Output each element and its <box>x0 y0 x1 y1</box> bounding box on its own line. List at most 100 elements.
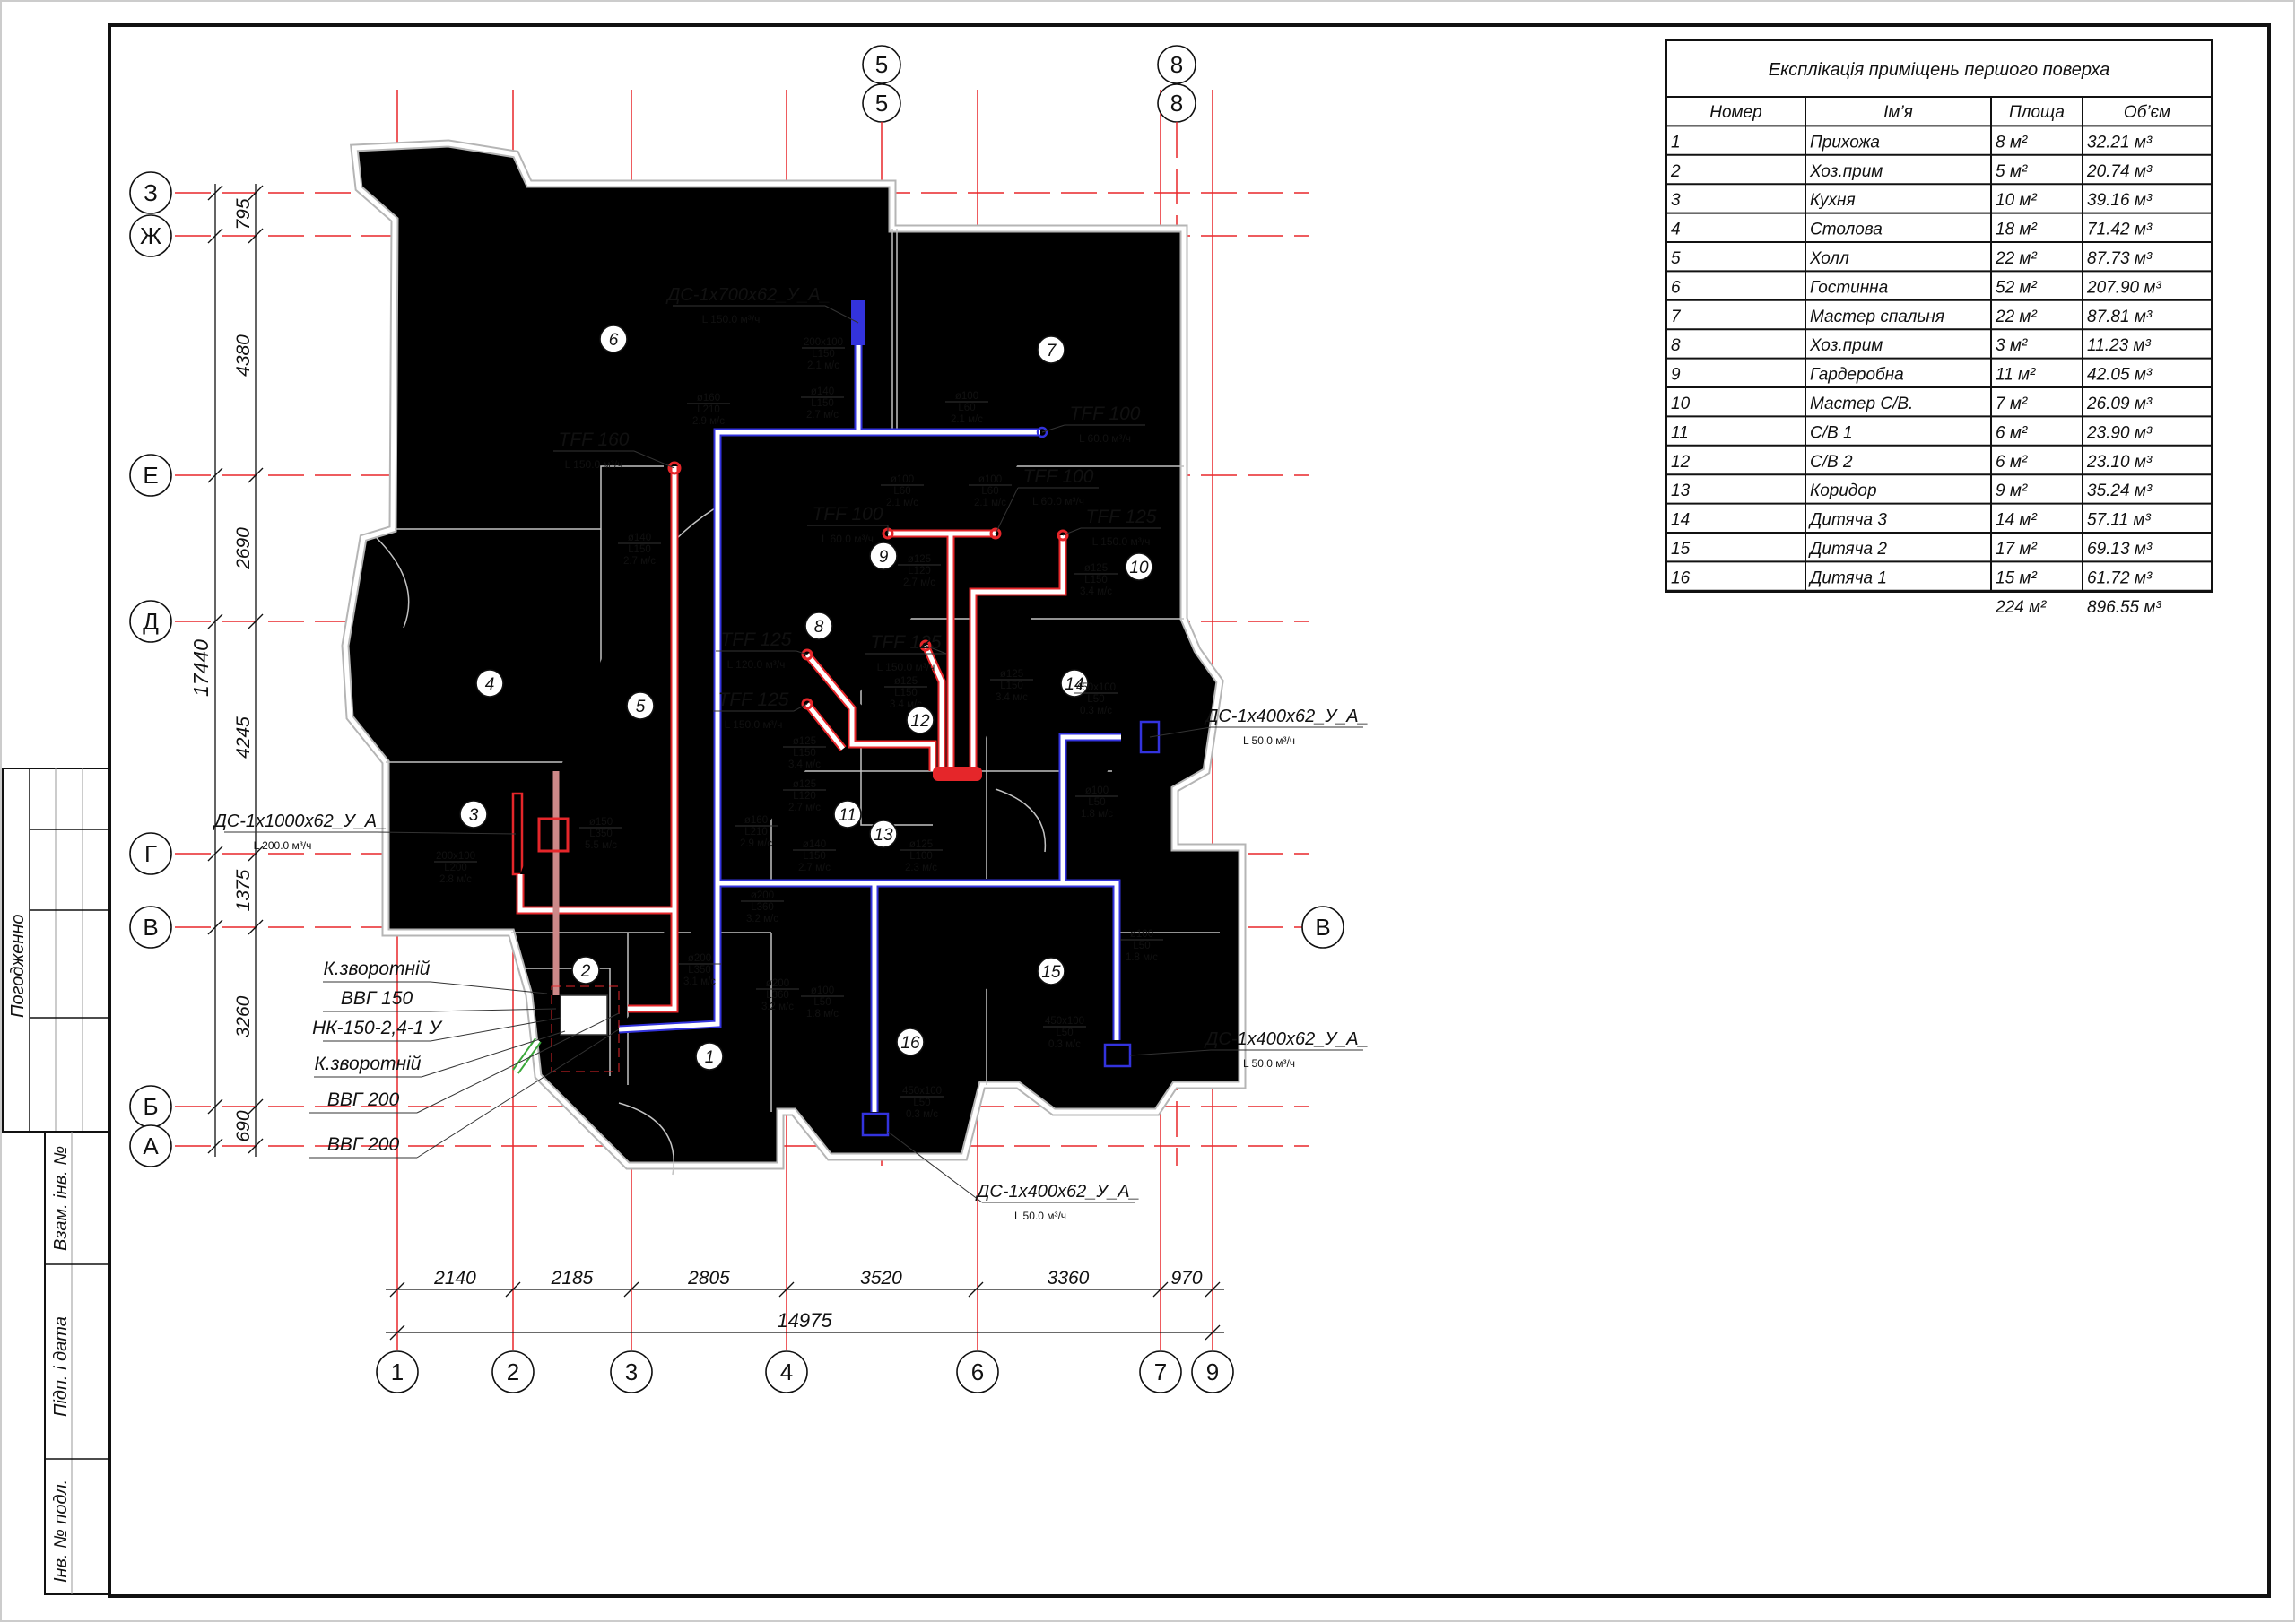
table-cell: 9 <box>1671 366 1681 385</box>
table-cell: 18 м² <box>1996 221 2037 239</box>
duct-flow: L150 <box>793 748 816 759</box>
table-cell: 1 <box>1671 133 1681 152</box>
room-number: 5 <box>636 698 646 716</box>
table-cell: 17 м² <box>1996 540 2037 559</box>
equipment-label: ДС-1x400x62_У_А_ <box>1204 1029 1368 1049</box>
axis-label-row: Б <box>143 1093 158 1120</box>
table-cell: Мастер спальня <box>1810 308 1944 326</box>
duct-flow: L60 <box>981 486 998 497</box>
duct-size: ø160 <box>697 393 720 404</box>
table-cell: 7 м² <box>1996 395 2028 413</box>
dimension-total-horizontal: 14975 <box>777 1309 832 1332</box>
duct-velocity: 1.8 м/с <box>1126 952 1158 963</box>
duct-size: 200x100 <box>436 851 475 862</box>
equipment-flow: L 150.0 м³/ч <box>565 458 623 471</box>
table-cell: Гостинна <box>1810 278 1888 297</box>
axis-bubble-row <box>129 832 172 875</box>
table-cell: 35.24 м³ <box>2087 482 2152 500</box>
stamp-replaced-inv: Взам. інв. № <box>51 1146 71 1251</box>
table-cell: Хоз.прим <box>1809 162 1883 181</box>
room-number: 8 <box>814 618 824 637</box>
room-number: 6 <box>609 331 619 350</box>
room-number-bubble <box>804 612 833 640</box>
equipment-label: TFF 100 <box>1023 466 1094 487</box>
table-cell: 15 <box>1671 540 1691 559</box>
table-cell: 224 м² <box>1995 598 2047 617</box>
duct-velocity: 2.9 м/с <box>692 416 725 427</box>
axis-label-column: 7 <box>1154 1358 1167 1385</box>
table-header: Площа <box>2009 103 2065 122</box>
duct-velocity: 2.7 м/с <box>798 863 831 873</box>
table-cell: 32.21 м³ <box>2087 133 2152 152</box>
table-cell: 71.42 м³ <box>2087 221 2152 239</box>
duct-velocity: 0.3 м/с <box>906 1109 938 1120</box>
duct-velocity: 2.1 м/с <box>974 498 1006 508</box>
dimension-value: 3520 <box>860 1268 902 1289</box>
equipment-label: TFF 125 <box>721 629 792 650</box>
dimension-value: 2185 <box>551 1268 594 1289</box>
duct-flow: L60 <box>893 486 910 497</box>
axis-label-column-top: 5 <box>875 90 888 117</box>
duct-flow: L360 <box>751 902 774 913</box>
axis-label-column: 1 <box>391 1358 404 1385</box>
duct-flow: L50 <box>1133 941 1150 951</box>
equipment-label: TFF 160 <box>559 430 630 450</box>
table-cell: Столова <box>1810 221 1883 239</box>
duct-size: ø125 <box>909 839 933 850</box>
axis-bubble-row <box>129 1124 172 1167</box>
table-cell: 69.13 м³ <box>2087 540 2152 559</box>
equipment-flow: L 200.0 м³/ч <box>254 839 312 852</box>
duct-flow: L150 <box>1084 575 1108 586</box>
room-number: 3 <box>469 806 479 825</box>
duct-size: ø150 <box>589 817 613 828</box>
equipment-flow: L 150.0 м³/ч <box>877 661 935 673</box>
duct-flow: L210 <box>744 827 768 838</box>
equipment-label: TFF 125 <box>1086 507 1157 527</box>
room-number-bubble <box>833 800 862 829</box>
axis-label-column: 2 <box>507 1358 519 1385</box>
kitchen-hood-icon <box>537 817 570 853</box>
table-cell: 52 м² <box>1996 278 2037 297</box>
exhaust-valve-icon <box>801 698 813 710</box>
equipment-flow: L 50.0 м³/ч <box>1243 1057 1295 1070</box>
axis-label-row: В <box>143 914 158 941</box>
duct-size: ø125 <box>1084 563 1108 574</box>
unit-label: НК-150-2,4-1 У <box>312 1018 443 1038</box>
axis-bubble-column <box>765 1350 808 1393</box>
table-cell: Мастер С/В. <box>1810 395 1913 413</box>
axis-bubble-row-right <box>1301 906 1344 949</box>
room-number: 13 <box>874 826 893 845</box>
table-cell: 10 <box>1671 395 1691 413</box>
axis-label-row: А <box>143 1133 159 1159</box>
room-number: 10 <box>1129 559 1149 577</box>
duct-velocity: 2.7 м/с <box>623 556 656 567</box>
axis-label-column: 9 <box>1206 1358 1219 1385</box>
dimension-value: 2805 <box>687 1268 730 1289</box>
unit-label: ВВГ 200 <box>327 1089 400 1110</box>
duct-size: ø125 <box>793 736 816 747</box>
axis-label-column-top: 5 <box>875 51 888 78</box>
duct-size: ø100 <box>891 474 914 485</box>
table-cell: Дитяча 3 <box>1808 511 1887 530</box>
supply-diffuser-icon <box>861 1112 890 1137</box>
side-stamp: Погодженно Взам. інв. № Підп. і дата Інв… <box>2 768 110 1595</box>
dimension-value: 4380 <box>233 334 254 377</box>
table-cell: 9 м² <box>1996 482 2028 500</box>
equipment-flow: L 50.0 м³/ч <box>1243 734 1295 747</box>
duct-velocity: 3.4 м/с <box>1080 586 1112 597</box>
room-number: 15 <box>1041 963 1061 982</box>
duct-flow: L50 <box>813 997 831 1008</box>
duct-size: ø125 <box>908 554 931 565</box>
duct-size: 450x100 <box>1076 682 1116 693</box>
